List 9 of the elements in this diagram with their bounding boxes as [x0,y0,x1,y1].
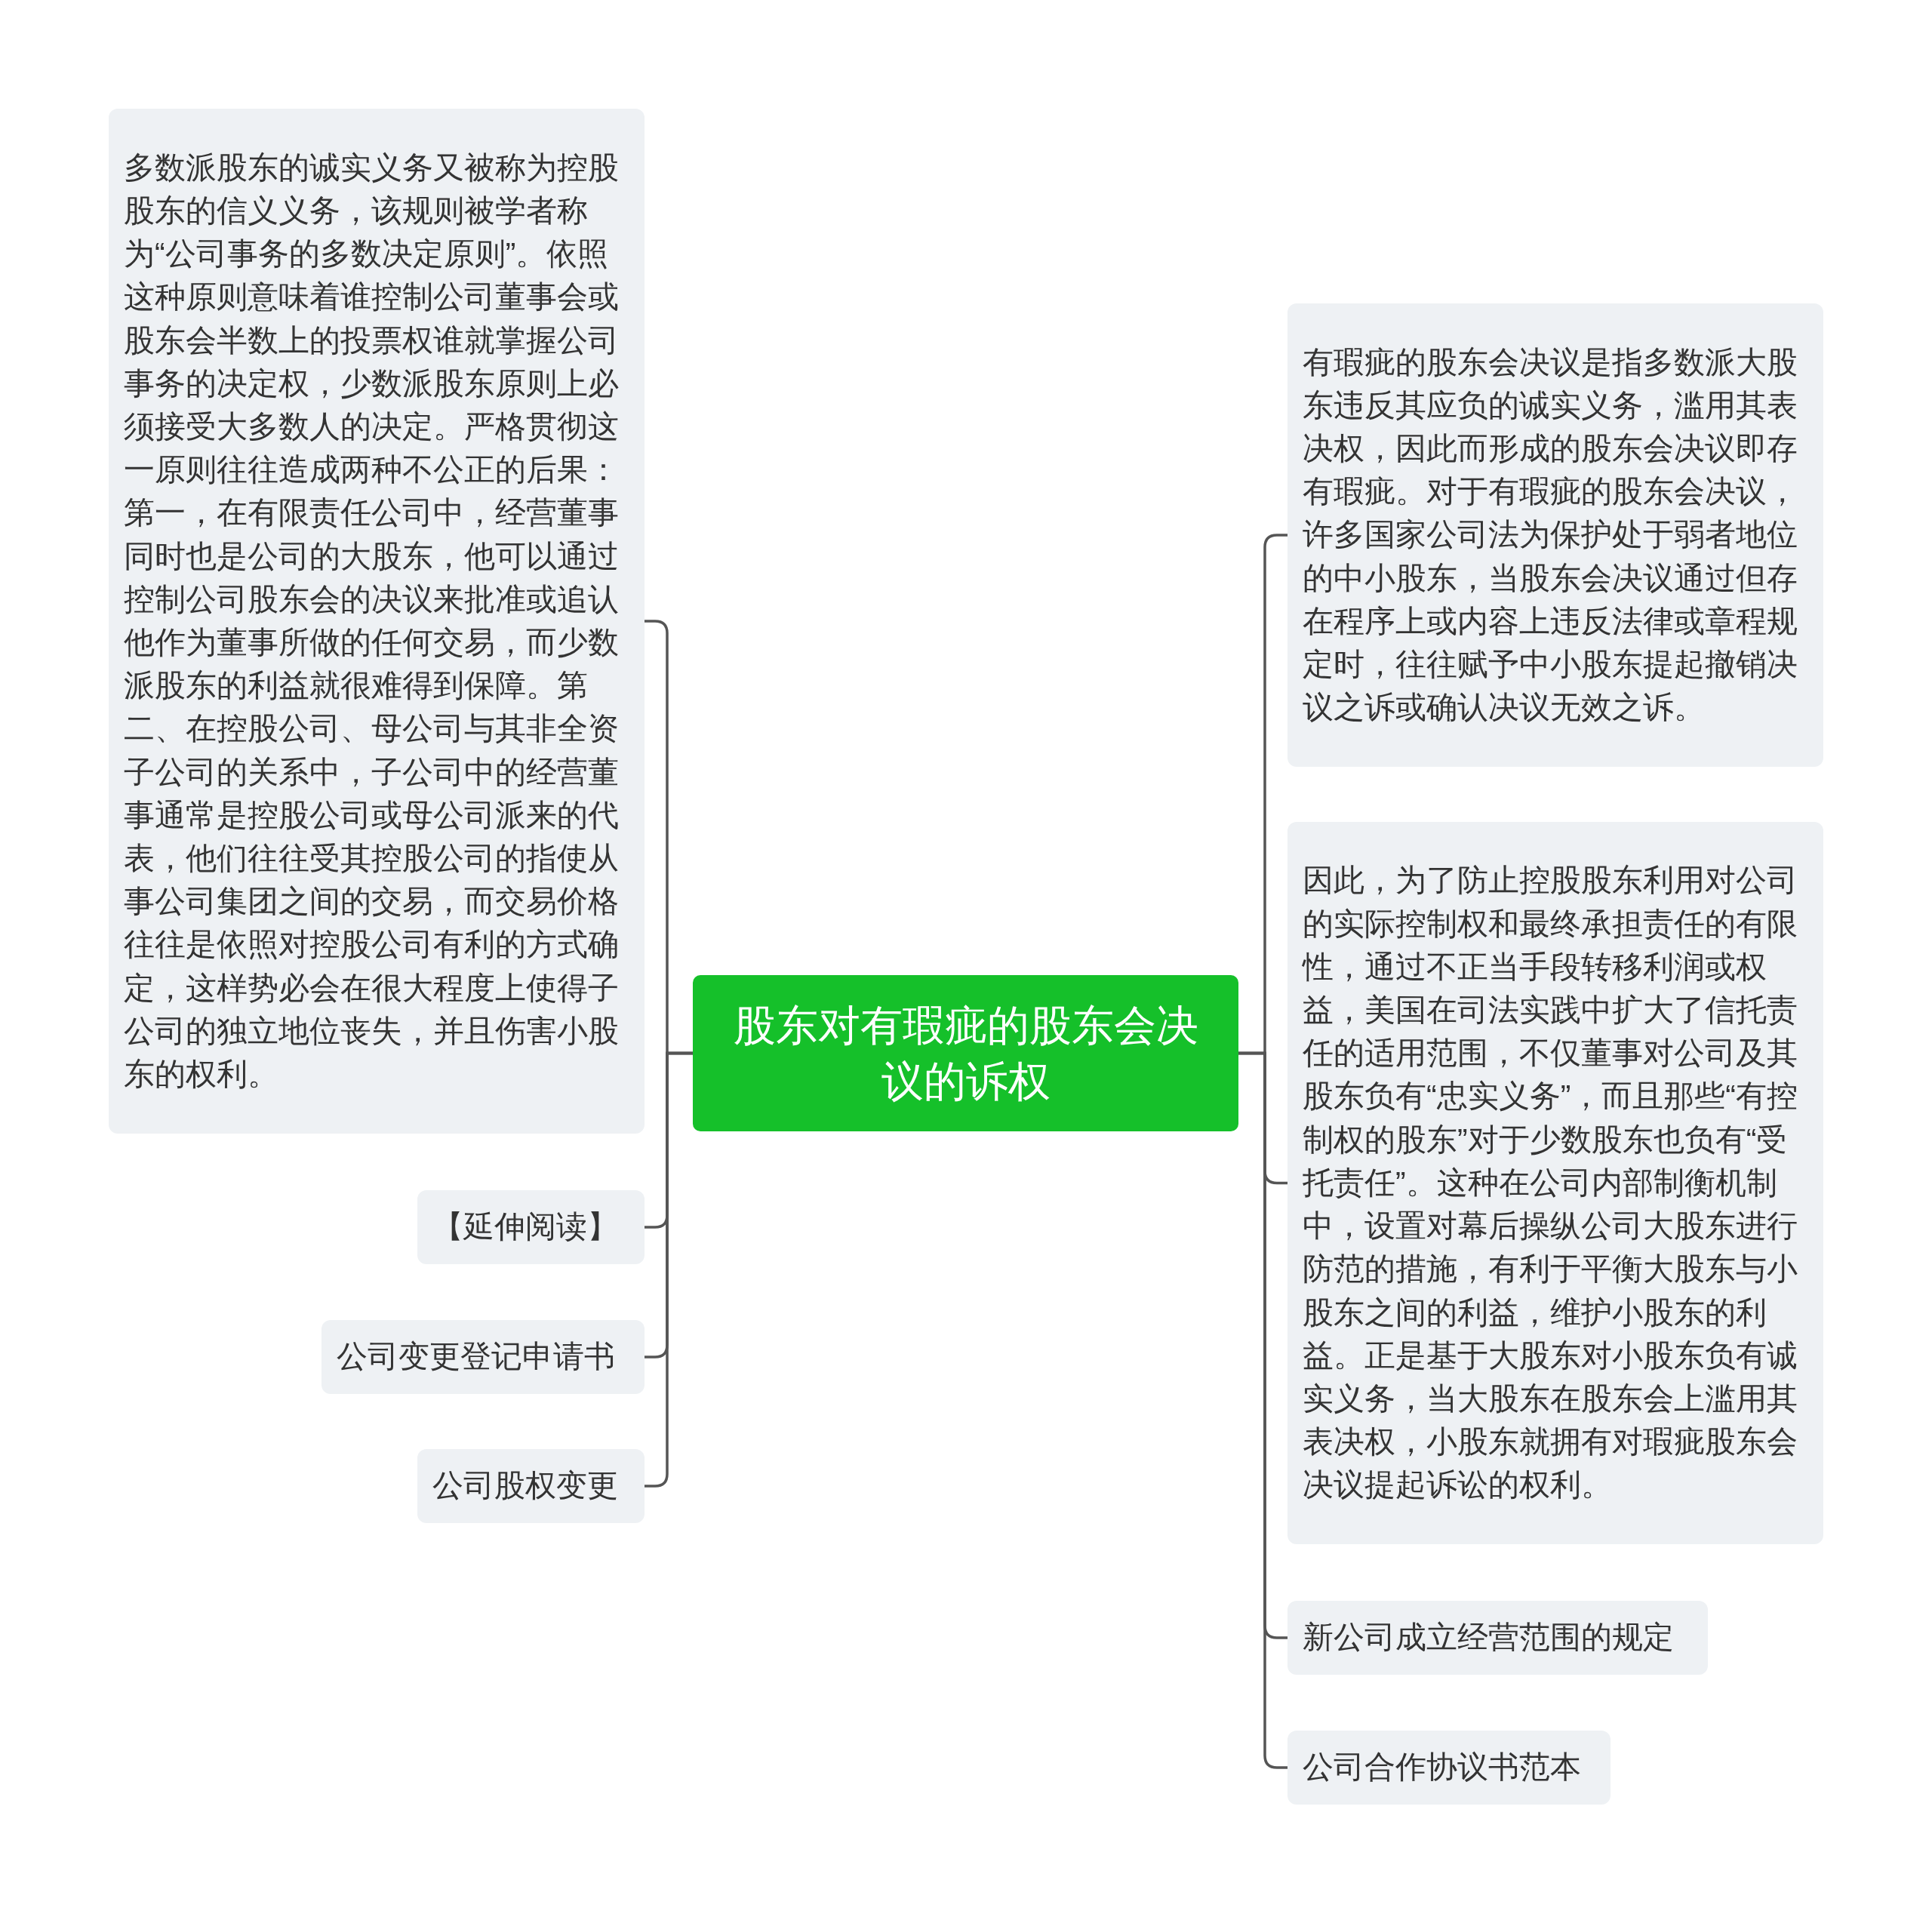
topic-box: 多数派股东的诚实义务又被称为控股股东的信义义务，该规则被学者称为“公司事务的多数决定原则”。依照这种原则意味着谁控制公司董事会或股东会半数上的投票权谁就掌握公司事务的决定权，少数派股东原则上必须接受大多数人的决定。严格贯彻这一原则往往造成两种不公正的后果：第一，在有限责任公司中，经营董事同时也是公司的大股东，他可以通过控制公司股东会的决议来批准或追认他作为董事所做的任何交易，而少数派股东的利益就很难得到保障。第二、在控股公司、母公司与其非全资子公司的关系中，子公司中的经营董事通常是控股公司或母公司派来的代表，他们往往受其控股公司的指使从事公司集团之间的交易，而交易价格往往是依照对控股公司有利的方式确定，这样势必会在很大程度上使得子公司的独立地位丧失，并且伤害小股东的权利。 [109,109,645,1134]
topic-box: 公司合作协议书范本 [1287,1731,1611,1805]
topic-box: 【延伸阅读】 [417,1190,645,1264]
topic-box: 有瑕疵的股东会决议是指多数派大股东违反其应负的诚实义务，滥用其表决权，因此而形成的股东会决议即存有瑕疵。对于有瑕疵的股东会决议，许多国家公司法为保护处于弱者地位的中小股东，当股东会决议通过但存在程序上或内容上违反法律或章程规定时，往往赋予中小股东提起撤销决议之诉或确认决议无效之诉。 [1287,303,1823,767]
topic-box: 公司变更登记申请书 [321,1320,645,1394]
central-topic-box: 股东对有瑕疵的股东会决议的诉权 [693,975,1238,1131]
topic-box: 新公司成立经营范围的规定 [1287,1601,1708,1675]
topic-box: 公司股权变更 [417,1449,645,1523]
topic-box: 因此，为了防止控股股东利用对公司的实际控制权和最终承担责任的有限性，通过不正当手段转移利润或权益，美国在司法实践中扩大了信托责任的适用范围，不仅董事对公司及其股东负有“忠实义务”，而且那些“有控制权的股东”对于少数股东也负有“受托责任”。这种在公司内部制衡机制中，设置对幕后操纵公司大股东进行防范的措施，有利于平衡大股东与小股东之间的利益，维护小股东的利益。正是基于大股东对小股东负有诚实义务，当大股东在股东会上滥用其表决权，小股东就拥有对瑕疵股东会决议提起诉讼的权利。 [1287,822,1823,1544]
